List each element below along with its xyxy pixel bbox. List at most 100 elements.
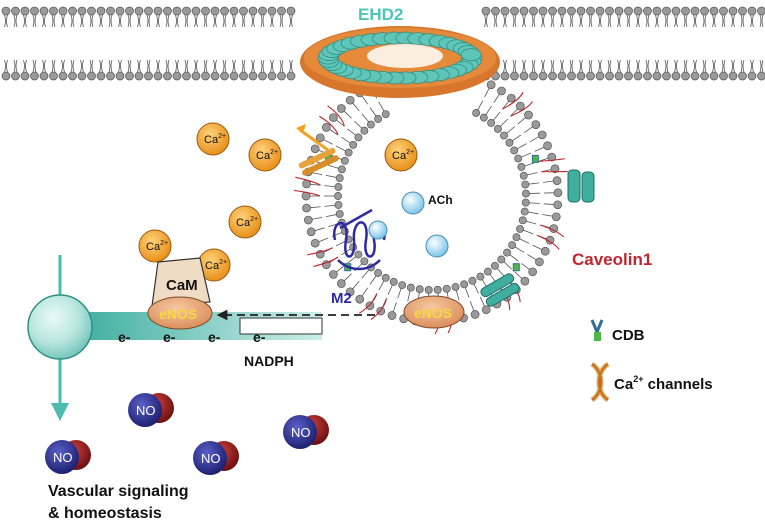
lipid-head — [557, 6, 567, 16]
nadph-bar-end — [239, 317, 323, 335]
lipid-head — [39, 6, 49, 16]
lipid-head — [182, 6, 191, 16]
lipid-head — [87, 71, 96, 81]
lipid-head — [144, 71, 153, 81]
lipid-head — [229, 6, 239, 16]
lipid-head — [586, 71, 595, 81]
lipid-head — [115, 71, 125, 81]
lipid-head — [709, 6, 719, 16]
lipid-head — [163, 6, 172, 16]
lipid-head — [239, 6, 248, 16]
lipid-head — [548, 6, 557, 16]
calcium-ion: Ca2+ — [196, 122, 230, 156]
lipid-head — [239, 71, 248, 81]
lipid-head — [614, 6, 624, 16]
legend-ca-channels-label: Ca2+ channels — [614, 374, 713, 393]
lipid-head — [624, 71, 633, 81]
lipid-head — [172, 71, 182, 81]
lipid-head — [614, 71, 624, 81]
lipid-head — [576, 71, 586, 81]
lipid-head — [106, 71, 115, 81]
lipid-head — [643, 71, 652, 81]
lipid-head — [68, 71, 77, 81]
lipid-head — [11, 71, 20, 81]
lipid-head — [519, 71, 529, 81]
lipid-head — [671, 71, 681, 81]
lipid-head — [719, 71, 728, 81]
lipid-head — [106, 6, 115, 16]
lipid-head — [757, 71, 765, 81]
lipid-head — [191, 6, 201, 16]
lipid-head — [538, 6, 548, 16]
lipid-head — [700, 71, 709, 81]
lipid-head — [144, 6, 153, 16]
lipid-head — [229, 71, 239, 81]
lipid-head — [267, 71, 277, 81]
ach-molecule — [401, 191, 425, 215]
lipid-head — [633, 6, 643, 16]
lipid-head — [286, 71, 296, 81]
lipid-head — [191, 71, 201, 81]
lipid-head — [210, 71, 220, 81]
lipid-head — [20, 71, 30, 81]
lipid-head — [747, 6, 757, 16]
svg-text:NO: NO — [136, 403, 156, 418]
electron-label: e- — [208, 329, 221, 345]
lipid-head — [728, 6, 738, 16]
enos-caveolar — [403, 295, 465, 329]
lipid-head — [49, 6, 58, 16]
lipid-head — [58, 6, 68, 16]
lipid-head — [96, 71, 106, 81]
no-molecule: NO — [193, 441, 239, 475]
lipid-head — [39, 71, 49, 81]
lipid-head — [286, 6, 296, 16]
plasma-membrane — [1, 6, 765, 81]
lipid-head — [510, 71, 519, 81]
no-molecule: NO — [128, 393, 174, 427]
enos-domain-sphere — [27, 294, 93, 360]
lipid-head — [595, 6, 605, 16]
electron-label: e- — [253, 329, 266, 345]
svg-text:Ca2+: Ca2+ — [146, 240, 168, 253]
svg-text:NO: NO — [201, 451, 221, 466]
calcium-ion: Ca2+ — [248, 138, 282, 172]
lipid-head — [681, 6, 690, 16]
lipid-head — [30, 71, 39, 81]
lipid-head — [548, 71, 557, 81]
svg-text:NO: NO — [53, 450, 73, 465]
lipid-head — [172, 6, 182, 16]
calmodulin — [151, 257, 211, 307]
lipid-head — [519, 6, 529, 16]
lipid-head — [77, 71, 87, 81]
lipid-head — [248, 71, 258, 81]
cdb-marker — [531, 154, 539, 163]
svg-text:Ca2+: Ca2+ — [205, 259, 227, 272]
lipid-head — [662, 71, 671, 81]
ach-label: ACh — [428, 193, 453, 207]
lipid-head — [510, 6, 519, 16]
lipid-head — [58, 71, 68, 81]
calcium-ion: Ca2+ — [384, 138, 418, 172]
lipid-head — [738, 71, 747, 81]
vascular-signaling-label: Vascular signaling — [48, 483, 189, 500]
lipid-head — [709, 71, 719, 81]
lipid-head — [1, 71, 11, 81]
lipid-head — [595, 71, 605, 81]
lipid-head — [671, 6, 681, 16]
lipid-head — [728, 71, 738, 81]
lipid-head — [220, 6, 229, 16]
lipid-head — [586, 6, 595, 16]
lipid-head — [125, 6, 134, 16]
lipid-head — [210, 6, 220, 16]
no-molecule: NO — [283, 415, 329, 449]
lipid-head — [481, 6, 491, 16]
lipid-head — [662, 6, 671, 16]
lipid-head — [624, 6, 633, 16]
m2-label: M2 — [331, 290, 352, 307]
lipid-head — [153, 6, 163, 16]
teal-channel-bottom — [480, 273, 520, 307]
ca-channel-icon — [590, 361, 610, 403]
svg-text:Ca2+: Ca2+ — [392, 149, 414, 162]
lipid-head — [557, 71, 567, 81]
ach-molecule — [368, 220, 388, 240]
